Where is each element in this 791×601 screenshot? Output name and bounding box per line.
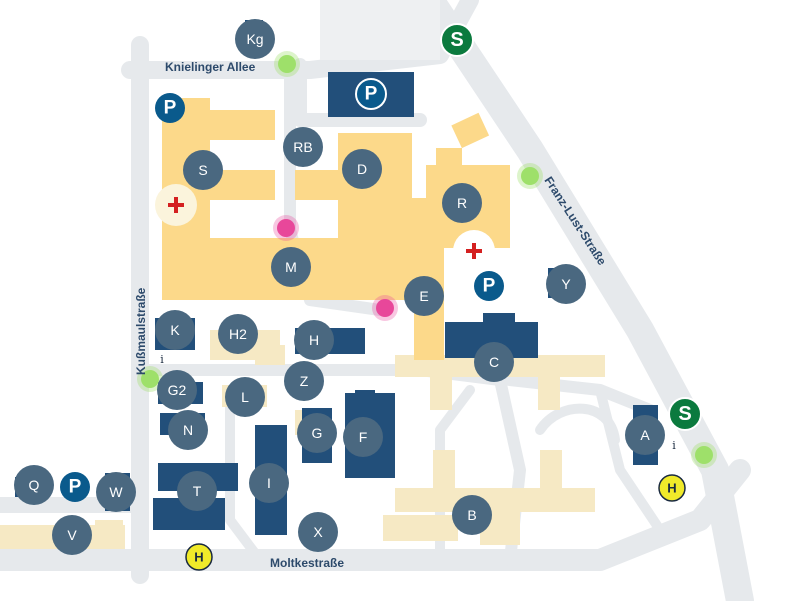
svg-text:T: T (193, 483, 202, 499)
svg-text:G2: G2 (168, 382, 187, 398)
marker-kg[interactable]: Kg (235, 19, 275, 59)
svg-text:G: G (312, 425, 323, 441)
svg-text:I: I (267, 475, 271, 491)
svg-text:K: K (170, 322, 180, 338)
marker-w[interactable]: W (96, 472, 136, 512)
marker-r[interactable]: R (442, 183, 482, 223)
parking-icon[interactable]: P (355, 78, 387, 110)
bus-stop-icon[interactable]: H (658, 474, 686, 502)
marker-i[interactable]: I (249, 463, 289, 503)
svg-text:Y: Y (561, 276, 571, 292)
marker-x[interactable]: X (298, 512, 338, 552)
path-inner-5 (225, 385, 265, 565)
street-label-knielinger-allee: Knielinger Allee (165, 60, 256, 74)
hospital-cross-icon (168, 197, 184, 213)
svg-text:N: N (183, 422, 193, 438)
marker-h[interactable]: H (294, 320, 334, 360)
svg-text:C: C (489, 354, 499, 370)
marker-v[interactable]: V (52, 515, 92, 555)
marker-y[interactable]: Y (546, 264, 586, 304)
marker-rb[interactable]: RB (283, 127, 323, 167)
svg-text:D: D (357, 161, 367, 177)
path-ring (535, 403, 620, 445)
svg-text:P: P (69, 477, 82, 498)
info-icon[interactable]: i (160, 353, 164, 366)
path-top (293, 58, 427, 127)
bus-stop-icon[interactable]: H (185, 543, 213, 571)
marker-k[interactable]: K (155, 310, 195, 350)
marker-d[interactable]: D (342, 149, 382, 189)
svg-text:S: S (198, 162, 207, 178)
svg-text:A: A (640, 427, 650, 443)
svg-text:E: E (419, 288, 428, 304)
svg-text:B: B (467, 507, 476, 523)
marker-b[interactable]: B (452, 495, 492, 535)
svg-text:P: P (483, 276, 496, 297)
svg-text:H2: H2 (229, 326, 247, 342)
path-inner-1 (134, 364, 656, 416)
svg-text:F: F (359, 429, 368, 445)
marker-s[interactable]: S (183, 150, 223, 190)
svg-text:Q: Q (29, 477, 40, 493)
svg-text:M: M (285, 259, 297, 275)
marker-a[interactable]: A (625, 415, 665, 455)
parking-icon[interactable]: P (155, 93, 185, 123)
svg-text:P: P (365, 84, 378, 105)
marker-f[interactable]: F (343, 417, 383, 457)
marker-g[interactable]: G (297, 413, 337, 453)
s-bahn-icon[interactable]: S (668, 397, 702, 431)
svg-text:Kg: Kg (246, 31, 263, 47)
pink-dots (273, 215, 398, 321)
marker-e[interactable]: E (404, 276, 444, 316)
main-clinic (162, 98, 510, 360)
marker-l[interactable]: L (225, 377, 265, 417)
road-network (0, 0, 754, 601)
marker-h2[interactable]: H2 (218, 314, 258, 354)
svg-text:X: X (313, 524, 323, 540)
green-dots (137, 51, 717, 468)
hospital-cross-icon (466, 243, 482, 259)
svg-text:H: H (309, 332, 319, 348)
marker-c[interactable]: C (474, 342, 514, 382)
svg-text:Z: Z (300, 373, 309, 389)
marker-g2[interactable]: G2 (157, 370, 197, 410)
svg-text:S: S (450, 29, 463, 51)
svg-text:RB: RB (293, 139, 312, 155)
road-moltkestrasse (0, 459, 751, 571)
svg-text:L: L (241, 389, 249, 405)
parking-icon[interactable]: P (60, 472, 90, 502)
parking-icon[interactable]: P (474, 271, 504, 301)
svg-text:H: H (194, 550, 203, 565)
svg-text:W: W (109, 484, 123, 500)
marker-t[interactable]: T (177, 471, 217, 511)
street-label-kussmaulstrasse: Kußmaulstraße (134, 287, 148, 375)
svg-text:H: H (667, 481, 676, 496)
street-label-franz-lust-strasse: Franz-Lust-Straße (541, 174, 609, 268)
svg-text:V: V (67, 527, 77, 543)
marker-n[interactable]: N (168, 410, 208, 450)
marker-m[interactable]: M (271, 247, 311, 287)
road-bg-top (320, 0, 440, 60)
marker-z[interactable]: Z (284, 361, 324, 401)
building-markers: Kg RB S D R M E Y K H2 H C Z G2 L N G F … (14, 19, 665, 555)
street-label-moltkestrasse: Moltkestraße (270, 556, 344, 570)
svg-text:S: S (678, 403, 691, 425)
marker-q[interactable]: Q (14, 465, 54, 505)
s-bahn-icon[interactable]: S (440, 23, 474, 57)
info-icon[interactable]: i (672, 439, 676, 452)
svg-text:R: R (457, 195, 467, 211)
road-franz-lust-strasse (416, 0, 754, 601)
svg-text:P: P (164, 98, 177, 119)
